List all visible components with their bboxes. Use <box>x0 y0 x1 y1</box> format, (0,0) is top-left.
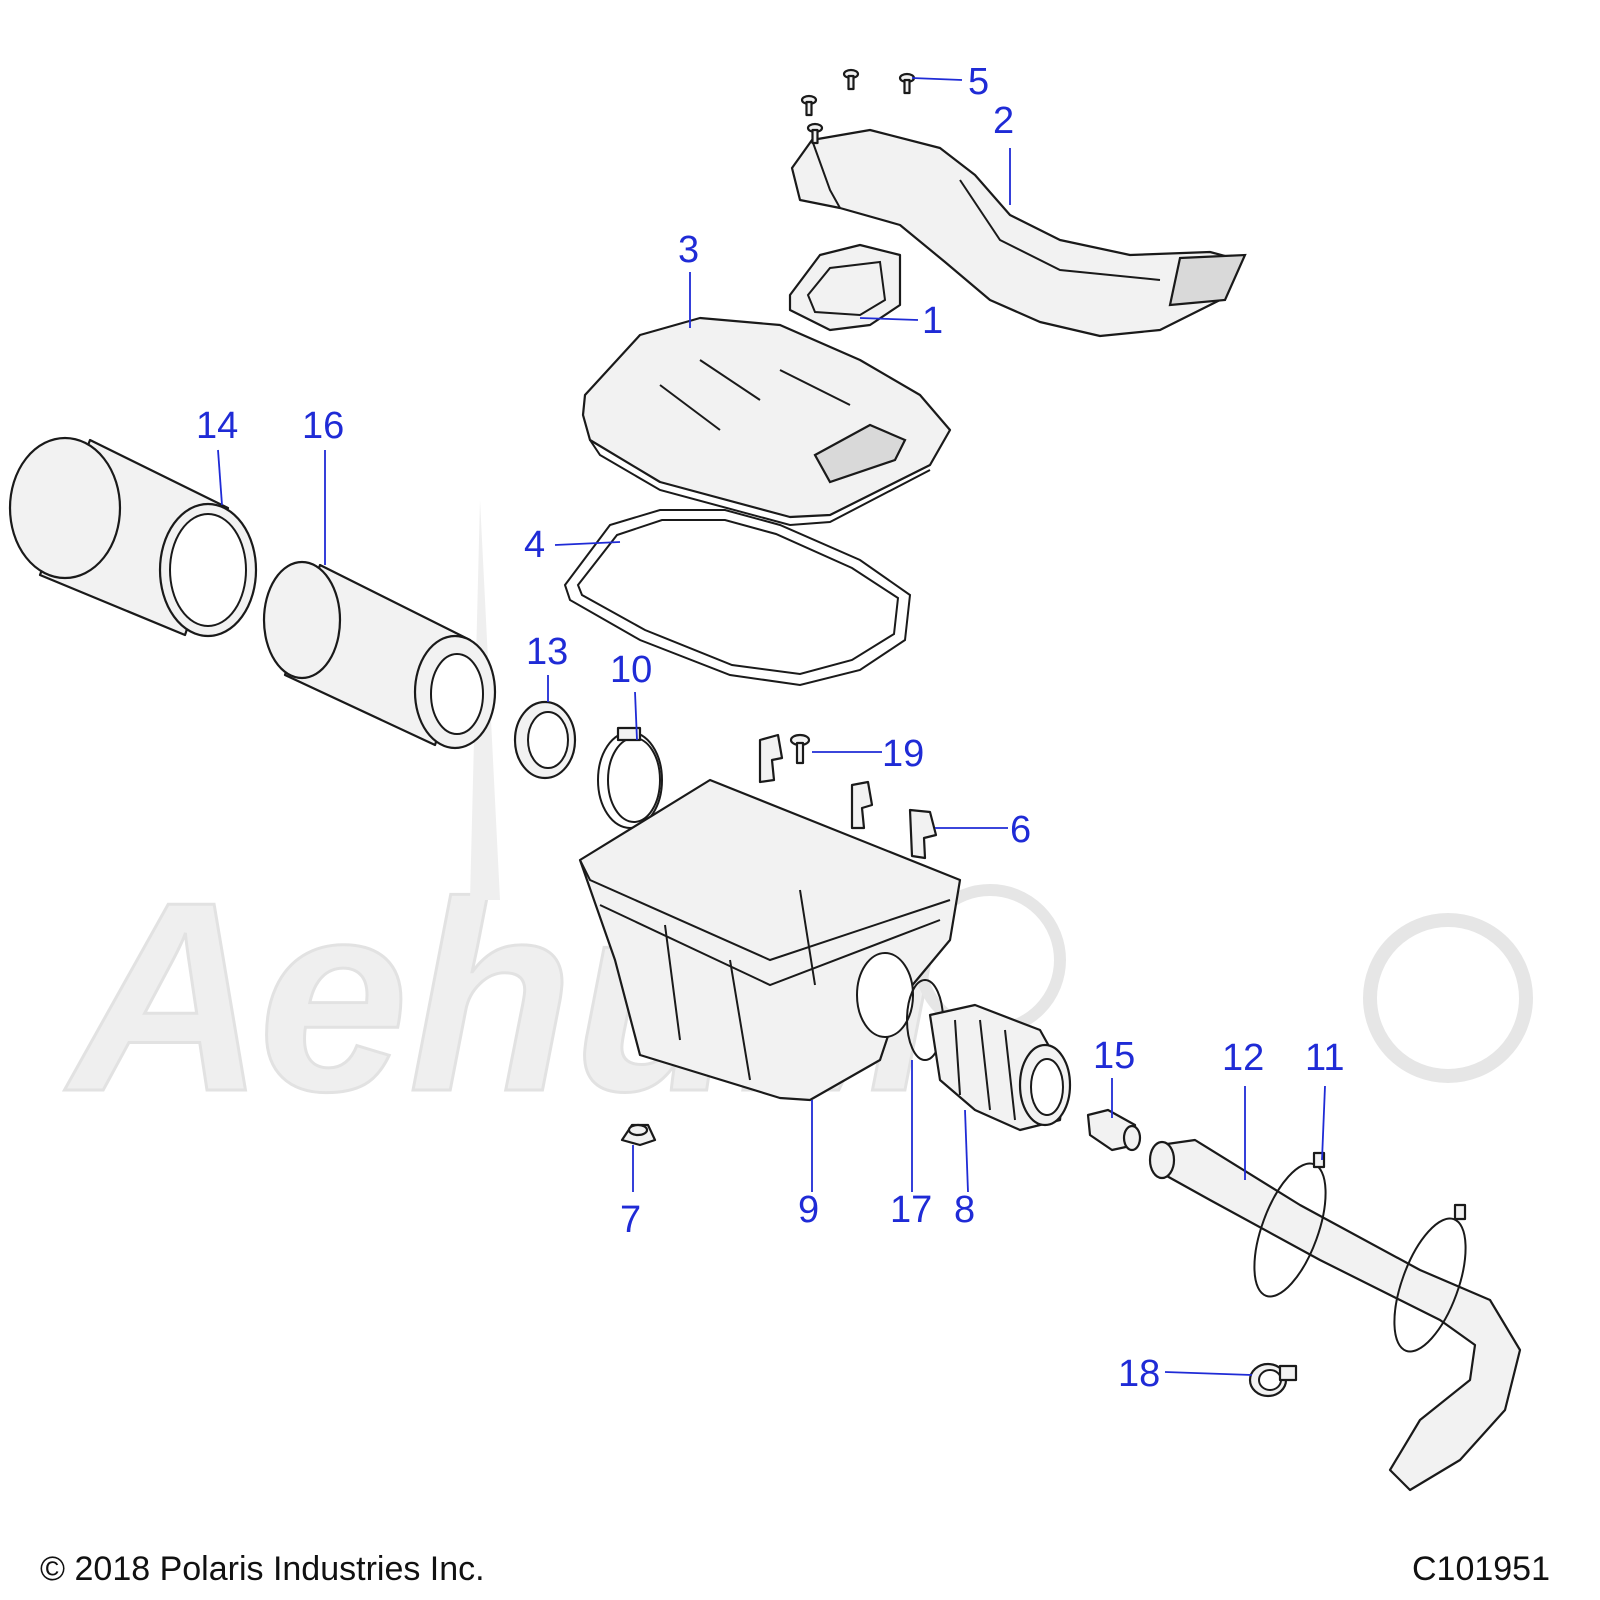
cable-ties <box>1253 1151 1467 1353</box>
callouts: 1 2 3 4 5 6 7 8 9 10 11 12 13 14 15 16 1… <box>196 61 1344 1395</box>
air-box <box>578 778 962 1102</box>
filter-coupler <box>513 700 577 780</box>
callout-16: 16 <box>302 405 344 447</box>
callout-12: 12 <box>1222 1037 1264 1079</box>
callout-5: 5 <box>968 61 989 103</box>
callout-18: 18 <box>1118 1353 1160 1395</box>
callout-11: 11 <box>1305 1037 1344 1079</box>
watermark-wheel <box>1363 913 1533 1083</box>
drain-hose <box>1148 1138 1522 1492</box>
callout-3: 3 <box>678 229 699 271</box>
callout-17: 17 <box>890 1189 932 1231</box>
hose-clamp-large <box>597 726 663 829</box>
copyright-notice: © 2018 Polaris Industries Inc. <box>40 1550 485 1588</box>
hose-clamp-small <box>1248 1362 1298 1398</box>
pre-filter <box>8 436 258 638</box>
callout-1: 1 <box>922 300 943 342</box>
callout-15: 15 <box>1093 1035 1135 1077</box>
callout-4: 4 <box>524 524 545 566</box>
air-box-seal <box>563 509 912 687</box>
callout-13: 13 <box>526 631 568 673</box>
callout-19: 19 <box>882 733 924 775</box>
air-box-cover <box>581 316 952 527</box>
callout-6: 6 <box>1010 809 1031 851</box>
drain-fitting <box>1086 1108 1142 1152</box>
diagram-code: C101951 <box>1411 1550 1550 1588</box>
leader-lines <box>217 77 1326 1376</box>
callout-10: 10 <box>610 649 652 691</box>
mounting-clips <box>758 733 938 860</box>
callout-8: 8 <box>954 1189 975 1231</box>
intake-duct <box>790 128 1247 338</box>
duct-gasket <box>788 243 902 332</box>
callout-2: 2 <box>993 100 1014 142</box>
screws <box>800 68 916 145</box>
outlet-boot <box>928 1003 1072 1132</box>
callout-7: 7 <box>620 1199 641 1241</box>
air-filter <box>262 560 497 750</box>
grommet <box>620 1123 657 1147</box>
callout-9: 9 <box>798 1189 819 1231</box>
callout-14: 14 <box>196 405 238 447</box>
